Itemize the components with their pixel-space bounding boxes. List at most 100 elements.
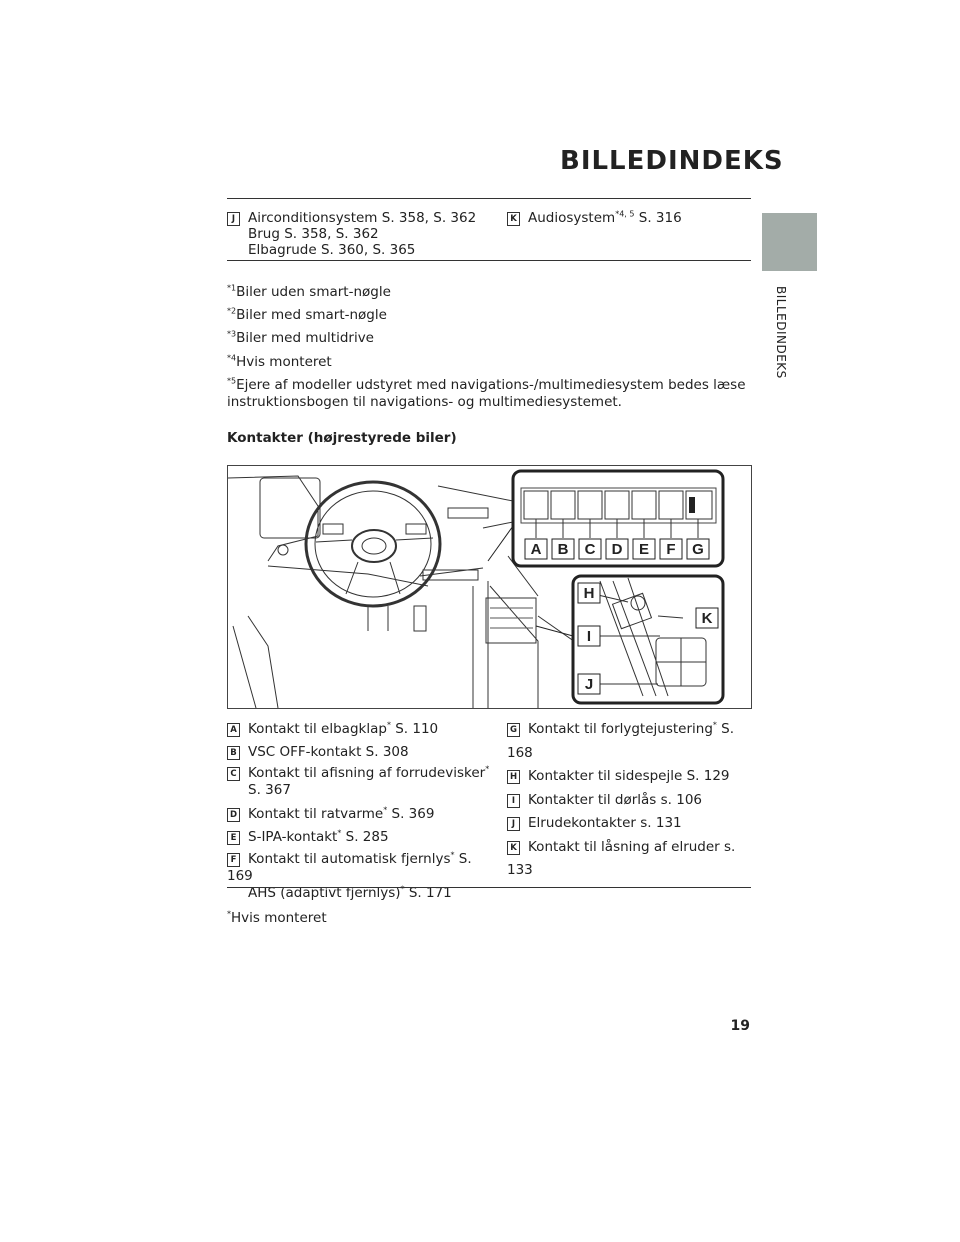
footnote-2: *2Biler med smart-nøgle <box>227 307 387 324</box>
legend-sup: * <box>383 805 388 815</box>
callout-box <box>577 582 601 604</box>
legend-text: Kontakter til sidespejle S. 129 <box>528 768 730 784</box>
key-badge: D <box>227 808 240 822</box>
key-badge: F <box>227 853 240 867</box>
callout-letter-a: A <box>531 541 542 558</box>
legend-text: S. 367 <box>248 782 291 798</box>
legend-text: Kontakt til afisning af forrudevisker <box>248 765 486 781</box>
top-left-line-3: Elbagrude S. 360, S. 365 <box>248 242 416 258</box>
key-badge: J <box>507 817 520 831</box>
legend-text: Kontakt til låsning af elruder s. 133 <box>507 838 736 879</box>
legend-text: Elrudekontakter s. 131 <box>528 815 682 831</box>
legend-sup: * <box>712 720 717 730</box>
callout-letter-h: H <box>584 585 595 602</box>
key-badge: A <box>227 723 240 737</box>
footnote-text: Ejere af modeller udstyret med navigatio… <box>236 377 746 393</box>
legend-text: AHS (adaptivt fjernlys) <box>248 885 401 901</box>
footnote-1: *1Biler uden smart-nøgle <box>227 284 391 301</box>
divider-bottom <box>227 887 751 888</box>
top-right-sup: *4, 5 <box>615 209 635 219</box>
legend-text: Kontakt til forlygtejustering <box>528 721 713 737</box>
legend-ref: S. 168 <box>507 721 735 761</box>
legend-item: E S-IPA-kontakt* S. 285 <box>227 826 497 849</box>
legend-text: Kontakt til automatisk fjernlys <box>248 851 451 867</box>
footnote-sup: *3 <box>227 329 237 339</box>
callout-box <box>577 673 601 695</box>
callout-box <box>577 625 601 647</box>
footnote-sup: *1 <box>227 283 237 293</box>
key-badge: E <box>227 830 240 845</box>
legend-ref: S. 169 <box>227 851 472 884</box>
legend-item: D Kontakt til ratvarme* S. 369 <box>227 803 497 826</box>
callout-letter-c: C <box>585 541 596 558</box>
page-number: 19 <box>730 1018 750 1034</box>
legend-right: G Kontakt til forlygtejustering* S. 168 H… <box>507 718 752 883</box>
callout-box <box>551 538 575 560</box>
legend-text: VSC OFF-kontakt S. 308 <box>248 743 409 760</box>
callout-letter-j: J <box>585 676 593 693</box>
side-tab-label: BILLEDINDEKS <box>774 286 788 379</box>
legend-item: A Kontakt til elbagklap* S. 110 <box>227 718 497 741</box>
callout-letter-f: F <box>666 541 675 558</box>
footnote-sup: *4 <box>227 353 237 363</box>
legend-ref: S. 285 <box>341 828 389 845</box>
page-title: BILLEDINDEKS <box>560 146 784 176</box>
legend-text: Kontakt til ratvarme <box>248 806 384 822</box>
note-sup: * <box>227 909 231 919</box>
key-badge: I <box>507 793 520 808</box>
legend-item: J Elrudekontakter s. 131 <box>507 812 752 836</box>
callout-box <box>695 607 719 629</box>
top-right-ref: S. 316 <box>634 210 682 226</box>
divider-top <box>227 198 751 199</box>
footnote-4: *4Hvis monteret <box>227 354 332 371</box>
footnote-sup: *2 <box>227 306 237 316</box>
key-badge: K <box>507 212 520 226</box>
legend-item: H Kontakter til sidespejle S. 129 <box>507 765 752 789</box>
legend-sup: * <box>485 764 490 774</box>
legend-text: Kontakt til elbagklap <box>248 721 387 737</box>
callout-box <box>524 538 548 560</box>
legend-ref: S. 369 <box>387 806 435 822</box>
legend-item: I Kontakter til dørlås s. 106 <box>507 789 752 813</box>
footnote-3: *3Biler med multidrive <box>227 330 374 347</box>
legend-text: Kontakter til dørlås s. 106 <box>528 791 703 808</box>
callout-letter-e: E <box>639 541 649 558</box>
key-badge: H <box>507 770 520 784</box>
side-tab-marker <box>762 213 817 271</box>
bottom-note: *Hvis monteret <box>227 910 327 927</box>
legend-item: C Kontakt til afisning af forrudevisker* S… <box>227 765 497 799</box>
callout-letter-k: K <box>702 610 713 627</box>
footnote-text: instruktionsbogen til navigations- og mu… <box>227 394 622 410</box>
key-badge: G <box>507 723 520 737</box>
key-badge: J <box>227 212 240 226</box>
legend-sup: * <box>386 720 391 730</box>
legend-text: S-IPA-kontakt <box>248 828 338 845</box>
legend-ref: S. 110 <box>390 721 439 737</box>
key-badge: C <box>227 767 240 781</box>
callout-letter-b: B <box>558 541 569 558</box>
footnote-5: *5Ejere af modeller udstyret med navigat… <box>227 377 746 411</box>
footnote-text: Biler med multidrive <box>236 330 374 346</box>
callout-letter-g: G <box>692 541 704 558</box>
callout-letter-i: I <box>587 628 591 645</box>
callout-box <box>686 538 710 560</box>
section-heading: Kontakter (højrestyrede biler) <box>227 430 457 446</box>
footnote-text: Biler med smart-nøgle <box>236 307 387 323</box>
note-text: Hvis monteret <box>231 910 327 926</box>
footnote-text: Biler uden smart-nøgle <box>236 284 391 300</box>
callout-letter-d: D <box>612 541 623 558</box>
legend-sup: * <box>337 828 342 837</box>
legend-item: F Kontakt til automatisk fjernlys * S. 169… <box>227 851 497 902</box>
callout-box <box>578 538 602 560</box>
top-right-label: Audiosystem <box>528 210 616 226</box>
legend-sup: * <box>400 884 405 894</box>
callout-box <box>605 538 629 560</box>
footnote-text: Hvis monteret <box>236 354 332 370</box>
footnote-sup: *5 <box>227 376 237 386</box>
